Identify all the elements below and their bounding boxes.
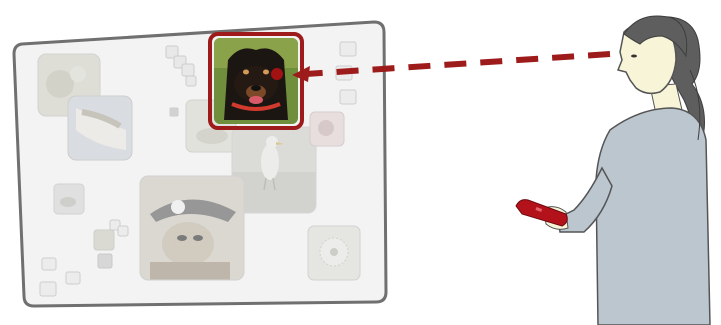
thumbnail-small-b[interactable] (94, 230, 114, 250)
thumbnail-pirate-dog[interactable] (140, 176, 244, 280)
thumbnail-pink[interactable] (310, 112, 344, 146)
thumbnail-small-a[interactable] (54, 184, 84, 214)
shirt (596, 108, 710, 325)
gaze-point-icon (271, 68, 283, 80)
person-figure (544, 16, 710, 325)
focused-thumbnail-dog[interactable] (210, 34, 302, 128)
thumbnail-hand[interactable] (68, 96, 132, 160)
dog-photo-icon (214, 38, 298, 124)
thumbnail-small-c[interactable] (98, 254, 112, 268)
remote-control-icon[interactable] (516, 200, 567, 226)
thumbnail-dandelion[interactable] (308, 226, 360, 280)
thumbnail-seagull[interactable] (232, 127, 316, 213)
